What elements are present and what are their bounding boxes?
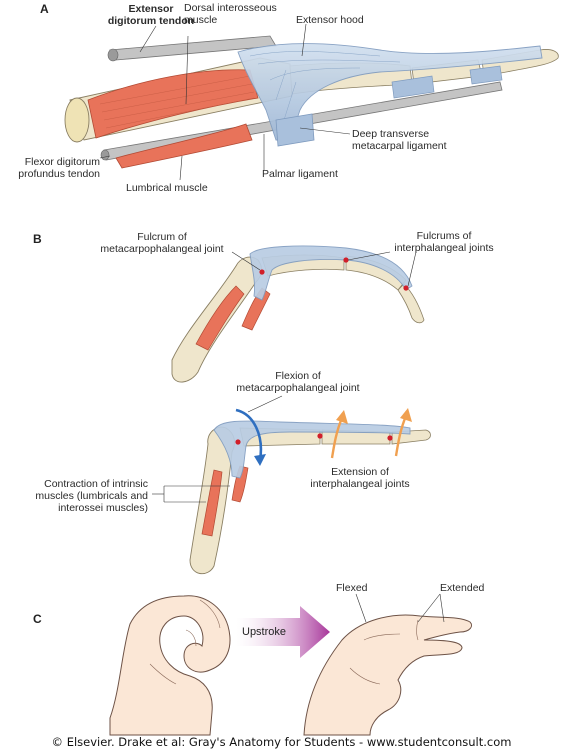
label-extensor-hood: Extensor hood xyxy=(296,14,364,26)
panel-label-c: C xyxy=(33,612,42,626)
distal-phalanx-b1 xyxy=(397,283,425,324)
label-line: Fulcrums of xyxy=(416,230,472,242)
label-palmar-ligament: Palmar ligament xyxy=(262,168,338,180)
fulcrum-mcp-dot xyxy=(259,269,265,275)
panel-a-illustration xyxy=(64,23,559,181)
upstroke-arrow xyxy=(236,606,330,658)
label-flexed: Flexed xyxy=(336,582,368,594)
label-line: Flexor digitorum xyxy=(24,156,100,168)
label-contraction: Contraction of intrinsic muscles (lumbri… xyxy=(22,478,148,514)
right-hand xyxy=(303,614,473,736)
fulcrum-ip1-dot xyxy=(343,257,349,263)
extensor-hood-b2 xyxy=(213,420,411,479)
muscle-b1 xyxy=(195,285,245,351)
ip2-dot xyxy=(387,435,393,441)
lumbrical-muscle xyxy=(115,123,253,169)
label-line: Dorsal interosseous xyxy=(184,2,277,14)
panel-b-extended-finger xyxy=(171,245,425,383)
label-extended: Extended xyxy=(440,582,485,594)
label-line: Flexion of xyxy=(275,370,321,382)
copyright-notice: © Elsevier. Drake et al: Gray's Anatomy … xyxy=(51,735,512,749)
label-flexor-profundus: Flexor digitorum profundus tendon xyxy=(4,156,100,180)
label-extension-ip: Extension of interphalangeal joints xyxy=(290,466,430,490)
label-line: muscle xyxy=(184,14,218,26)
ip1-dot xyxy=(317,433,323,439)
label-line: Contraction of intrinsic xyxy=(44,478,148,490)
label-line: metacarpophalangeal joint xyxy=(236,382,360,394)
flexion-arrow xyxy=(235,408,263,461)
fulcrum-ip2-dot xyxy=(403,285,409,291)
label-flexion-mcp: Flexion of metacarpophalangeal joint xyxy=(228,370,368,394)
label-line: profundus tendon xyxy=(18,168,100,180)
label-line: metacarpophalangeal joint xyxy=(100,243,224,255)
label-line: digitorum tendon xyxy=(107,15,195,27)
panel-c-hands xyxy=(109,593,473,736)
label-line: Extensor xyxy=(128,3,174,15)
label-fulcrums-ip: Fulcrums of interphalangeal joints xyxy=(376,230,512,254)
label-line: Extension of xyxy=(331,466,389,478)
panel-label-a: A xyxy=(40,2,49,16)
label-fulcrum-mcp: Fulcrum of metacarpophalangeal joint xyxy=(94,231,230,255)
label-extensor-tendon: Extensor digitorum tendon xyxy=(96,3,206,27)
extensor-hood-b1 xyxy=(249,245,413,301)
label-dorsal-interosseous: Dorsal interosseous muscle xyxy=(184,2,277,26)
label-line: Deep transverse xyxy=(352,128,430,140)
label-line: metacarpal ligament xyxy=(352,140,447,152)
label-upstroke: Upstroke xyxy=(242,626,287,638)
muscle-b3 xyxy=(201,469,223,537)
deep-transverse-ligament xyxy=(275,113,315,147)
dorsal-interosseous-muscle xyxy=(87,69,259,139)
label-line: interossei muscles) xyxy=(58,502,148,514)
label-deep-transverse: Deep transverse metacarpal ligament xyxy=(352,128,447,152)
fibrous-sheath-2 xyxy=(469,65,503,85)
panel-label-b: B xyxy=(33,232,42,246)
left-hand xyxy=(109,595,231,736)
label-line: Fulcrum of xyxy=(137,231,187,243)
label-line: muscles (lumbricals and xyxy=(35,490,148,502)
extensor-hood xyxy=(237,43,543,141)
bone-cross-section xyxy=(64,97,90,143)
label-line: interphalangeal joints xyxy=(310,478,410,490)
muscle-b4 xyxy=(231,465,249,503)
fibrous-sheath-1 xyxy=(391,75,435,99)
label-line: interphalangeal joints xyxy=(394,242,494,254)
label-lumbrical: Lumbrical muscle xyxy=(126,182,208,194)
panel-b-flexed-finger xyxy=(152,395,431,575)
mcp-dot xyxy=(235,439,241,445)
